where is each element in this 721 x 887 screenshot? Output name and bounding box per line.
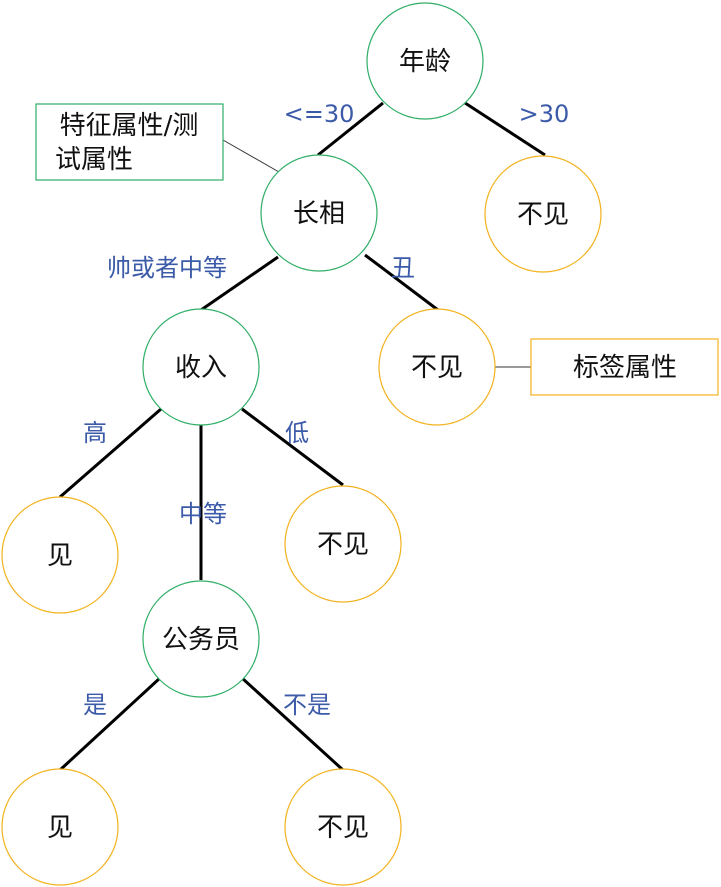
node-looks-label: 长相	[293, 199, 345, 229]
edge-label-age-le30: <=30	[284, 100, 355, 128]
node-looks: 长相	[260, 154, 378, 272]
edge-age-notsee	[461, 99, 546, 157]
callout-feature-attribute: 特征属性/测 试属性	[35, 103, 224, 181]
leaf-not-see-income: 不见	[284, 485, 402, 603]
leaf-see-income-label: 见	[47, 541, 73, 571]
edge-label-looks-ugly: 丑	[391, 254, 415, 282]
edge-label-age-gt30: >30	[519, 100, 570, 128]
node-civil-servant-label: 公务员	[162, 625, 240, 655]
edge-label-income-high: 高	[83, 419, 107, 447]
edge-looks-notsee	[364, 253, 439, 312]
callout-feature-line2: 试属性	[55, 145, 133, 175]
edge-label-income-mid: 中等	[179, 500, 227, 528]
leaf-see-income: 见	[1, 496, 119, 614]
node-civil-servant: 公务员	[142, 580, 260, 698]
leaf-not-see-age-label: 不见	[517, 200, 569, 230]
edge-label-civil-no: 不是	[283, 691, 331, 719]
callout-feature-line1: 特征属性/测	[60, 111, 199, 141]
edge-label-looks-good: 帅或者中等	[107, 254, 227, 282]
leaf-not-see-looks-label: 不见	[411, 353, 463, 383]
edge-civil-notsee	[240, 676, 345, 772]
callout-label-attribute: 标签属性	[530, 338, 719, 396]
node-age: 年龄	[366, 2, 484, 120]
edge-income-see	[59, 407, 162, 499]
node-age-label: 年龄	[399, 47, 451, 77]
leaf-not-see-looks: 不见	[378, 308, 496, 426]
leaf-see-civil: 见	[1, 768, 119, 886]
callout-label-text: 标签属性	[573, 353, 677, 383]
leaf-not-see-civil-label: 不见	[317, 813, 369, 843]
edge-looks-income	[200, 255, 279, 312]
edge-label-income-low: 低	[285, 419, 309, 447]
edge-civil-see	[58, 676, 162, 772]
leaf-not-see-income-label: 不见	[317, 530, 369, 560]
node-income: 收入	[142, 308, 260, 426]
callout-feature-connector	[222, 139, 280, 173]
leaf-not-see-age: 不见	[484, 155, 602, 273]
leaf-see-civil-label: 见	[47, 813, 73, 843]
edge-age-looks	[317, 101, 384, 157]
tree-edges	[58, 99, 546, 772]
leaf-not-see-civil: 不见	[284, 768, 402, 886]
node-income-label: 收入	[175, 353, 227, 383]
edge-income-notsee	[241, 407, 344, 487]
edge-label-civil-yes: 是	[83, 691, 107, 719]
